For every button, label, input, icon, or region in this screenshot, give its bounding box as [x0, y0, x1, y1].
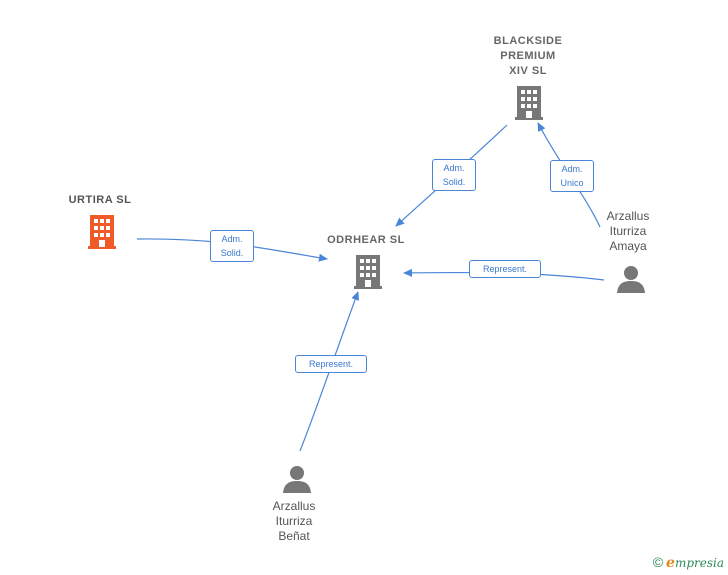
empresia-watermark: ©empresia — [653, 554, 724, 571]
edge-label-amaya-blackside[interactable]: Adm. Unico — [550, 160, 594, 192]
edge-label-blackside-odrhear[interactable]: Adm. Solid. — [432, 159, 476, 191]
brand-logo-text: mpresia — [674, 556, 724, 570]
odrhear-label: ODRHEAR SL — [327, 234, 405, 246]
urtira-label: URTIRA SL — [68, 194, 132, 206]
building-icon[interactable] — [352, 253, 384, 289]
building-icon[interactable] — [86, 213, 118, 249]
amaya-label: Arzallus Iturriza Amaya — [606, 209, 650, 253]
edge-label-benat-odrhear[interactable]: Represent. — [295, 355, 367, 373]
blackside-label: BLACKSIDE PREMIUM XIV SL — [493, 35, 563, 77]
person-icon[interactable] — [615, 263, 647, 295]
building-icon[interactable] — [513, 84, 545, 120]
benat-label: Arzallus Iturriza Beñat — [272, 499, 316, 543]
person-icon[interactable] — [281, 463, 313, 495]
copyright-symbol: © — [652, 554, 664, 570]
edge-label-urtira-odrhear[interactable]: Adm. Solid. — [210, 230, 254, 262]
brand-logo-e: e — [666, 555, 675, 571]
edge-label-amaya-odrhear[interactable]: Represent. — [469, 260, 541, 278]
